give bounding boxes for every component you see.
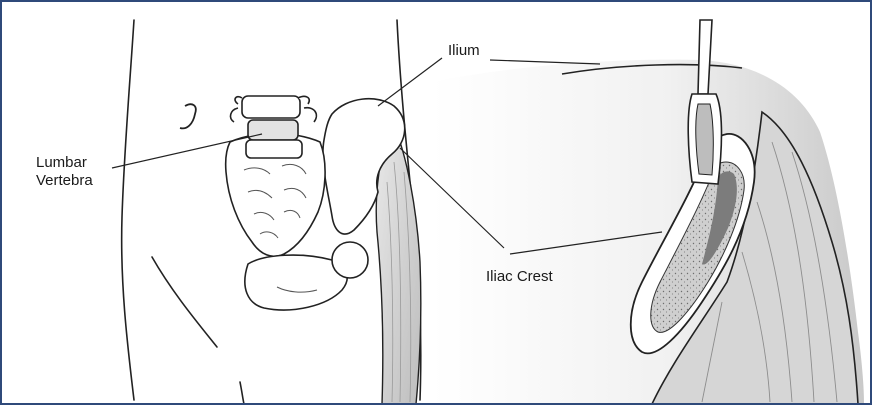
navel-mark: [180, 104, 196, 128]
label-lumbar-line1: Lumbar: [36, 154, 87, 172]
surgical-instrument: [688, 20, 721, 184]
label-lumbar-line2: Vertebra: [36, 172, 93, 190]
label-ilium: Ilium: [448, 42, 480, 60]
label-iliac-crest: Iliac Crest: [486, 268, 553, 286]
